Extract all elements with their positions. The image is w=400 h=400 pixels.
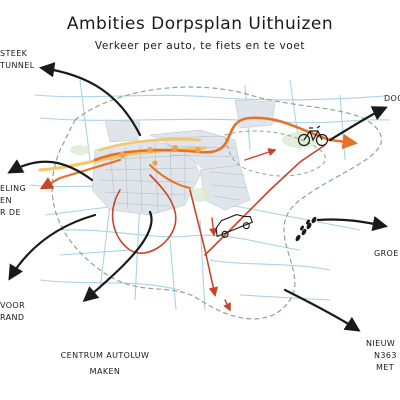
- arrow-top-right: [328, 106, 388, 142]
- annotation-line: N363: [374, 351, 397, 360]
- arrow-bottom-center: [82, 210, 153, 303]
- annotation-line: Groe: [374, 249, 399, 258]
- green-loop: [224, 130, 326, 177]
- annotation-line: steek: [0, 49, 28, 58]
- village-boundary: [51, 86, 382, 320]
- annotation-line: voor: [0, 301, 26, 310]
- annotation-bottom-right: Nieuw N363 met: [366, 338, 397, 374]
- route-red-south: [189, 189, 219, 297]
- bicycle-icon: [297, 125, 329, 147]
- map-title: Ambities Dorpsplan Uithuizen: [66, 14, 334, 34]
- arrow-top-left: [38, 62, 142, 137]
- route-red-south2: [223, 299, 231, 312]
- base-map: [29, 70, 391, 330]
- annotation-line: rand: [0, 313, 25, 322]
- route-orange-ring: [93, 116, 359, 162]
- route-orange-west: [39, 158, 122, 190]
- route-red-diag: [244, 148, 277, 161]
- annotation-line: Nieuw: [366, 339, 396, 348]
- annotation-line: eling: [0, 184, 27, 193]
- annotation-left-mid: eling en r de: [0, 183, 26, 219]
- arrow-bottom-right: [283, 288, 361, 332]
- annotation-line: doo: [384, 94, 400, 103]
- annotation-top-right: doo: [384, 93, 400, 105]
- annotation-bottom-left: voor rand: [0, 300, 25, 324]
- annotation-bottom-center: centrum autoluw maken: [50, 350, 160, 378]
- route-red-south-loop: [111, 174, 177, 254]
- arrow-bottom-left: [8, 213, 97, 281]
- annotation-top-left: steek tunnel: [0, 48, 35, 72]
- route-orange-inner: [149, 164, 191, 189]
- arrow-left-mid: [7, 159, 94, 182]
- route-yellow-north: [98, 138, 202, 152]
- footsteps-icon: [295, 216, 317, 242]
- annotation-right-mid: Groe: [374, 248, 399, 260]
- route-red-middle: [209, 217, 218, 237]
- annotation-line: met: [376, 363, 395, 372]
- junction-markers: [118, 145, 201, 166]
- annotation-line: en: [0, 196, 12, 205]
- map-subtitle: Verkeer per auto, te fiets en te voet: [94, 40, 306, 52]
- annotation-line: maken: [89, 367, 121, 376]
- arrow-right-mid: [316, 216, 389, 232]
- annotation-line: r de: [0, 208, 21, 217]
- annotation-arrows: [7, 62, 389, 332]
- annotation-line: centrum autoluw: [60, 351, 150, 360]
- annotation-line: tunnel: [0, 61, 35, 70]
- car-icon: [215, 214, 254, 238]
